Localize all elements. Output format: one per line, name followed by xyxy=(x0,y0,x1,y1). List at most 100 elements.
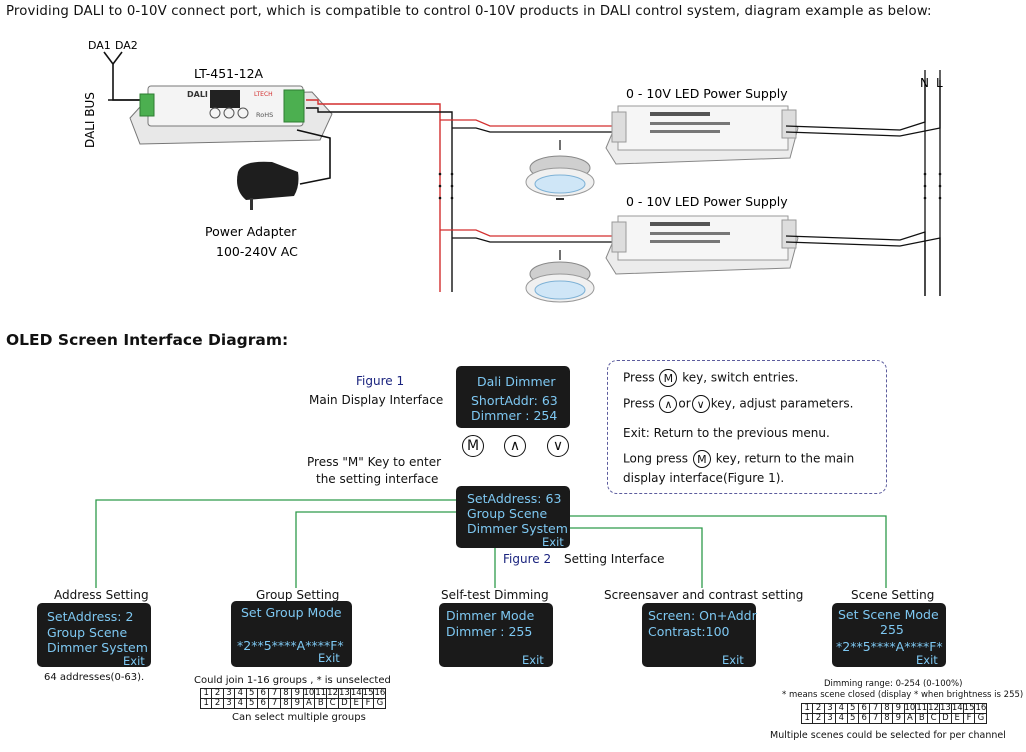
screensaver-exit[interactable]: Exit xyxy=(722,653,744,667)
selftest-screen-line1: Dimmer Mode xyxy=(446,608,535,623)
legend-line-2: Press ∧or∨key, adjust parameters. xyxy=(623,395,853,413)
grid-cell: A xyxy=(903,713,917,724)
grid-cell: 8 xyxy=(880,703,894,714)
intro-text: Providing DALI to 0-10V connect port, wh… xyxy=(6,4,932,19)
controller-device: DALI LTECH RoHS xyxy=(129,85,333,145)
address-exit[interactable]: Exit xyxy=(123,654,145,668)
figure2-screen-line2: Group Scene xyxy=(467,506,548,521)
power-adapter-label: Power Adapter xyxy=(205,224,297,239)
grid-cell: 12 xyxy=(927,703,940,714)
grid-cell: 3 xyxy=(823,703,837,714)
grid-cell: 9 xyxy=(291,688,304,699)
grid-cell: 12 xyxy=(326,688,339,699)
model-label: LT-451-12A xyxy=(194,66,264,81)
grid-cell: 15 xyxy=(361,688,375,699)
figure1-title: Main Display Interface xyxy=(309,393,444,407)
figure1-caption: Figure 1 xyxy=(356,374,405,388)
press-m-text-1: Press "M" Key to enter xyxy=(307,455,442,469)
device-rohs: RoHS xyxy=(256,111,273,119)
legend-line4-b: key, return to the main xyxy=(715,451,855,466)
grid-cell: 5 xyxy=(846,703,859,714)
device-logo: LTECH xyxy=(254,91,273,98)
grid-cell: E xyxy=(349,698,363,709)
grid-cell: 11 xyxy=(314,688,328,699)
up-key-icon[interactable]: ∧ xyxy=(504,435,526,457)
scene-exit[interactable]: Exit xyxy=(916,653,938,667)
scene-setting-title: Scene Setting xyxy=(851,588,935,602)
grid-cell: F xyxy=(962,713,976,724)
address-screen-line1: SetAddress: 2 xyxy=(47,609,134,624)
down-key-icon[interactable]: ∨ xyxy=(547,435,569,457)
grid-cell: 3 xyxy=(222,698,236,709)
figure2-exit[interactable]: Exit xyxy=(542,535,564,549)
grid-cell: 13 xyxy=(939,703,952,714)
grid-cell: 1 xyxy=(800,703,814,714)
group-exit[interactable]: Exit xyxy=(318,651,340,665)
grid-cell: 1 xyxy=(199,688,213,699)
legend-line4-a: Long press xyxy=(623,451,689,466)
grid-cell: 6 xyxy=(256,698,270,709)
figure2-screen: SetAddress: 63 Group Scene Dimmer System… xyxy=(456,486,570,549)
legend-line2-a: Press xyxy=(623,396,655,411)
legend-line2-b: key, adjust parameters. xyxy=(710,396,854,411)
grid-cell: 2 xyxy=(812,713,825,724)
legend-line-5: display interface(Figure 1). xyxy=(623,471,785,485)
address-setting-title: Address Setting xyxy=(54,588,149,602)
grid-cell: 9 xyxy=(892,713,905,724)
grid-cell: 16 xyxy=(974,703,988,714)
led-downlight-2 xyxy=(525,261,595,303)
grid-cell: 6 xyxy=(857,703,871,714)
grid-cell: E xyxy=(950,713,964,724)
grid-cell: A xyxy=(302,698,316,709)
figure1-screen-line1: Dali Dimmer xyxy=(477,374,556,389)
grid-cell: 7 xyxy=(268,698,281,709)
group-note-top: Could join 1-16 groups , * is unselected xyxy=(194,675,391,686)
grid-cell: 9 xyxy=(892,703,905,714)
scene-screen-line1: Set Scene Mode xyxy=(838,607,939,622)
grid-cell: D xyxy=(939,713,952,724)
scene-note-2: * means scene closed (display * when bri… xyxy=(782,690,1024,700)
legend-line-1: Press M key, switch entries. xyxy=(623,369,798,387)
scene-note-bottom: Multiple scenes could be selected for pe… xyxy=(770,730,1006,741)
grid-cell: 14 xyxy=(349,688,363,699)
group-setting-screen: Set Group Mode *2**5****A****F* Exit xyxy=(231,601,352,667)
group-screen-line1: Set Group Mode xyxy=(241,605,342,620)
address-screen-line2: Group Scene xyxy=(47,625,128,640)
grid-cell: 15 xyxy=(962,703,976,714)
selftest-exit[interactable]: Exit xyxy=(522,653,544,667)
grid-cell: 8 xyxy=(880,713,894,724)
grid-cell: 6 xyxy=(857,713,871,724)
led-downlight-1 xyxy=(525,155,595,200)
grid-cell: 2 xyxy=(812,703,825,714)
grid-cell: 7 xyxy=(869,703,882,714)
figure2-title: Setting Interface xyxy=(564,552,665,566)
grid-cell: 4 xyxy=(835,713,848,724)
m-key-icon: M xyxy=(659,369,678,387)
grid-cell: 14 xyxy=(950,703,964,714)
led-power-supply-1 xyxy=(605,105,799,165)
grid-cell: 5 xyxy=(245,688,258,699)
grid-cell: 11 xyxy=(915,703,929,714)
grid-cell: G xyxy=(974,713,988,724)
legend-line2-or: or xyxy=(678,396,691,411)
grid-cell: 7 xyxy=(268,688,281,699)
grid-cell: 8 xyxy=(279,688,293,699)
up-key-icon: ∧ xyxy=(659,395,678,413)
grid-cell: 4 xyxy=(234,698,247,709)
grid-cell: F xyxy=(361,698,375,709)
down-key-icon: ∨ xyxy=(691,395,710,413)
grid-cell: 3 xyxy=(222,688,236,699)
grid-cell: 7 xyxy=(869,713,882,724)
figure1-screen-line3: Dimmer : 254 xyxy=(471,408,558,423)
da1-label: DA1 xyxy=(88,39,111,52)
m-key-icon[interactable]: M xyxy=(462,435,484,457)
grid-cell: 4 xyxy=(234,688,247,699)
group-screen-line2: *2**5****A****F* xyxy=(237,638,344,653)
grid-cell: D xyxy=(338,698,351,709)
power-adapter xyxy=(237,161,299,210)
